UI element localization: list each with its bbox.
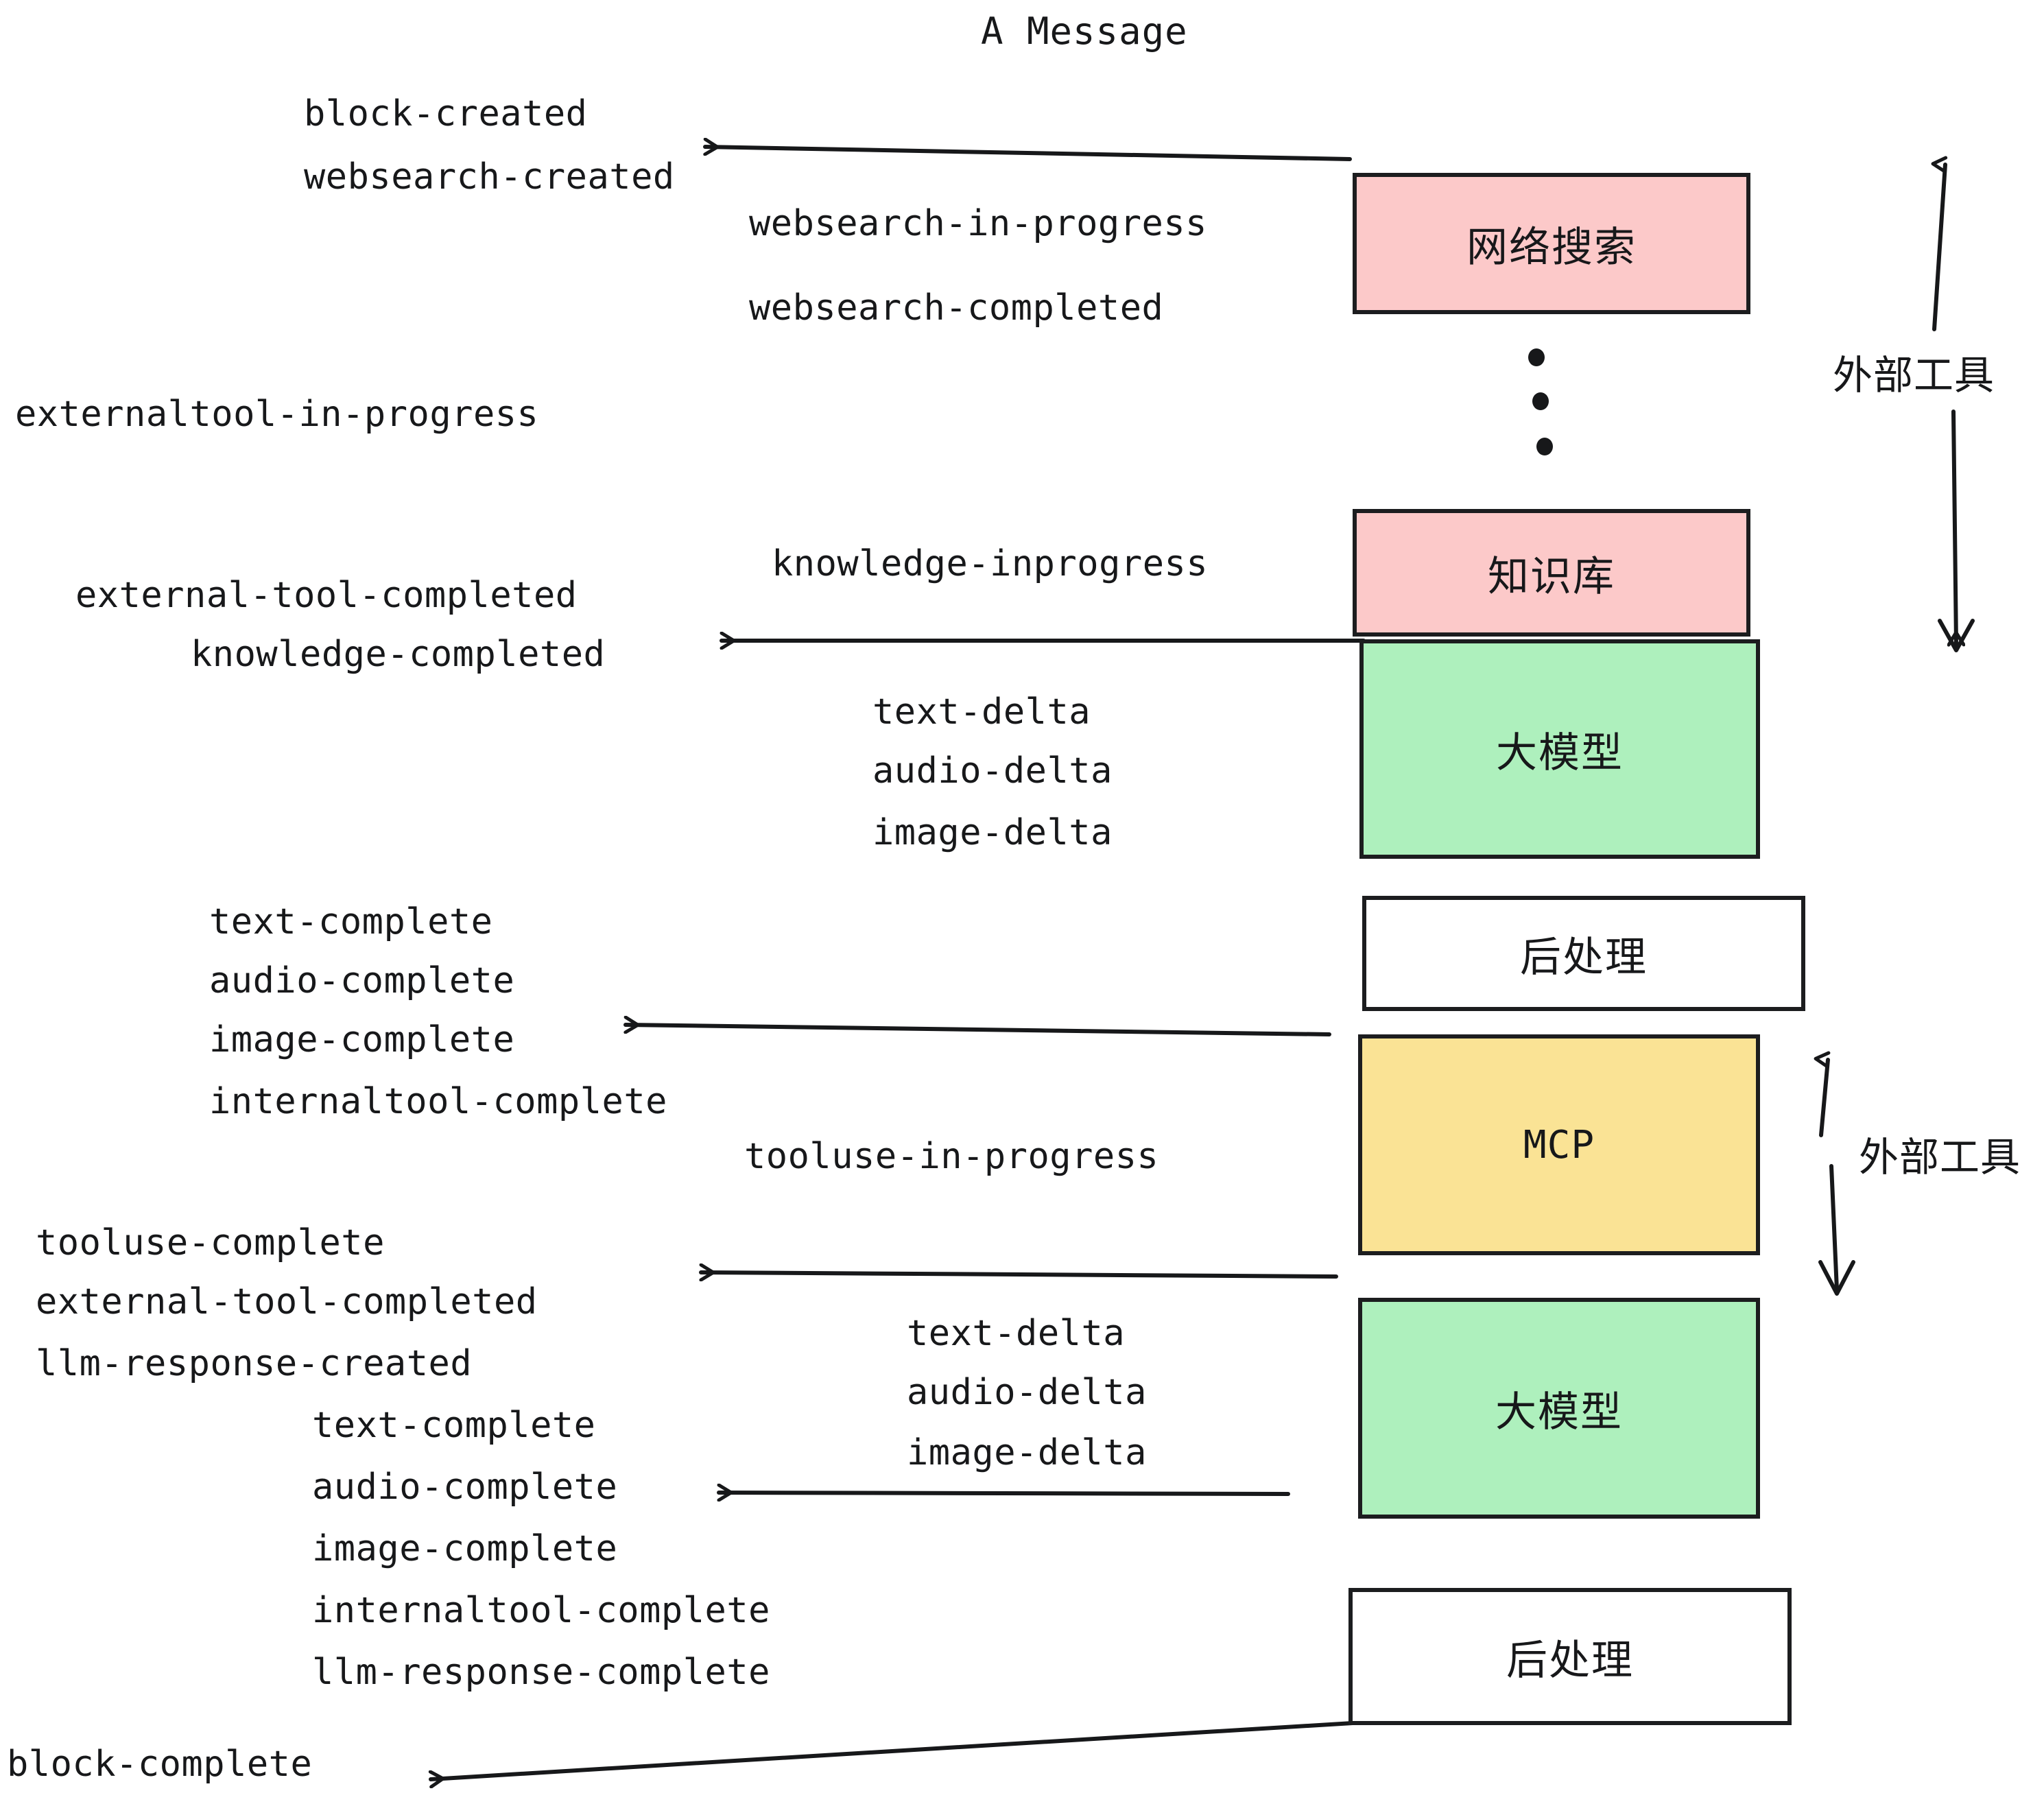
- event-label: image-delta: [907, 1432, 1147, 1473]
- arrow-tooluse-complete: [699, 1272, 1338, 1277]
- event-label: llm-response-complete: [312, 1652, 770, 1693]
- group-label-external-tool-top: 外部工具: [1833, 352, 1995, 399]
- node-label: MCP: [1523, 1122, 1595, 1167]
- ellipsis-dot-2: [1532, 392, 1549, 410]
- event-label: knowledge-inprogress: [772, 543, 1209, 584]
- event-label: internaltool-complete: [209, 1081, 667, 1122]
- event-label: text-delta: [872, 691, 1091, 733]
- event-label: externaltool-in-progress: [15, 394, 539, 435]
- ellipsis-dot-3: [1536, 438, 1553, 455]
- event-label: block-complete: [7, 1744, 313, 1785]
- arrow-block-created: [703, 147, 1352, 161]
- node-label: 大模型: [1495, 1388, 1623, 1436]
- event-label: image-delta: [872, 812, 1113, 853]
- event-label: websearch-created: [304, 156, 675, 198]
- arrow-audio-complete: [717, 1493, 1290, 1494]
- event-label: text-complete: [209, 901, 493, 942]
- event-label: websearch-completed: [749, 287, 1164, 329]
- event-label: block-created: [304, 93, 588, 134]
- arrow-block-complete: [431, 1721, 1355, 1779]
- event-label: image-complete: [312, 1528, 618, 1569]
- event-label: text-complete: [312, 1405, 596, 1446]
- node-llm-1[interactable]: 大模型: [1359, 639, 1760, 859]
- node-llm-2[interactable]: 大模型: [1358, 1298, 1760, 1519]
- event-label: audio-delta: [872, 750, 1113, 792]
- event-label: audio-delta: [907, 1372, 1147, 1413]
- event-label: llm-response-created: [36, 1343, 473, 1384]
- node-label: 大模型: [1496, 728, 1624, 777]
- event-label: external-tool-completed: [36, 1281, 538, 1322]
- node-postprocess-1[interactable]: 后处理: [1362, 896, 1805, 1011]
- event-label: tooluse-in-progress: [744, 1136, 1159, 1177]
- event-label: internaltool-complete: [312, 1590, 770, 1631]
- event-label: knowledge-completed: [191, 634, 606, 675]
- node-postprocess-2[interactable]: 后处理: [1348, 1588, 1792, 1725]
- node-websearch[interactable]: 网络搜索: [1353, 173, 1750, 314]
- external-tool-bracket-top: [1931, 156, 1975, 652]
- event-label: websearch-in-progress: [749, 203, 1207, 244]
- diagram-title: A Message: [981, 10, 1188, 53]
- event-label: external-tool-completed: [75, 575, 578, 616]
- node-label: 后处理: [1506, 1636, 1634, 1685]
- node-label: 网络搜索: [1466, 223, 1637, 272]
- event-label: audio-complete: [312, 1467, 618, 1508]
- node-label: 后处理: [1520, 933, 1648, 982]
- node-mcp[interactable]: MCP: [1358, 1034, 1760, 1255]
- event-label: tooluse-complete: [36, 1222, 385, 1263]
- event-label: image-complete: [209, 1019, 515, 1060]
- external-tool-bracket-bottom: [1814, 1051, 1855, 1296]
- group-label-external-tool-bottom: 外部工具: [1859, 1134, 2021, 1180]
- node-knowledge-base[interactable]: 知识库: [1353, 509, 1750, 637]
- arrow-image-complete: [623, 1025, 1331, 1036]
- event-label: text-delta: [907, 1313, 1126, 1354]
- ellipsis-dot-1: [1528, 348, 1545, 366]
- event-label: audio-complete: [209, 960, 515, 1001]
- node-label: 知识库: [1488, 552, 1615, 601]
